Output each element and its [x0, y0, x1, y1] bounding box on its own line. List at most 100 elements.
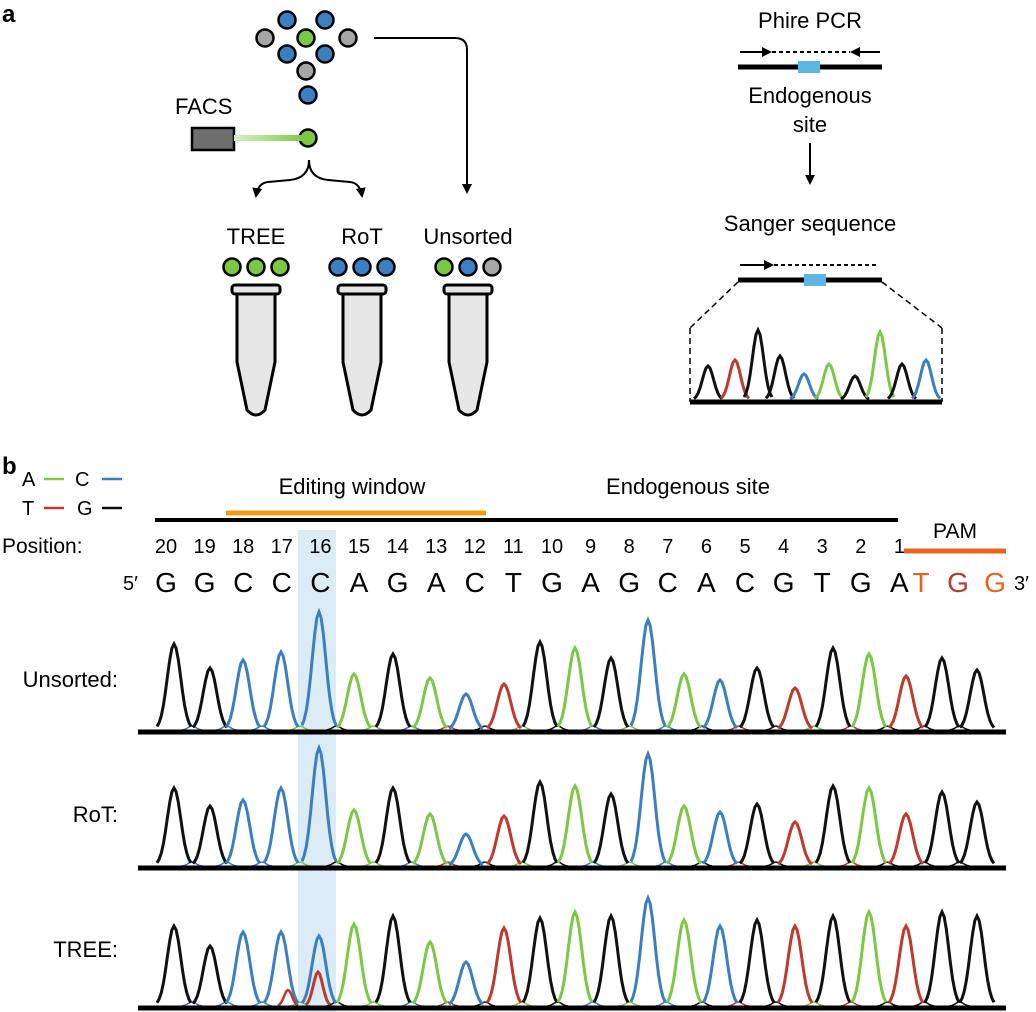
legend-g-letter: G: [77, 498, 93, 520]
chromatogram-peak: [923, 908, 961, 1003]
chromatogram-peak: [958, 799, 996, 865]
facs-instrument: [190, 126, 236, 152]
sequence-letter: A: [697, 567, 716, 598]
secondary-peak-t-small: [277, 988, 299, 1007]
position-label: Position:: [2, 535, 83, 558]
noise-bump: [437, 1001, 459, 1007]
sequence-letter: T: [814, 567, 831, 598]
trace-unsorted: [138, 607, 1006, 735]
mini-peak: [764, 353, 796, 400]
chromatogram-peak: [923, 655, 961, 728]
tube-cell-dot: [458, 257, 478, 277]
facs-laser-beam: [234, 135, 306, 141]
tube-cell-dot: [376, 257, 396, 277]
chromatogram-peak: [224, 657, 262, 728]
mini-chromatogram: [690, 326, 942, 405]
noise-bump: [401, 861, 422, 867]
position-number: 13: [425, 536, 447, 558]
noise-bump: [655, 861, 677, 867]
cell-dot: [255, 28, 275, 48]
cell-dot: [277, 44, 297, 64]
position-number: 20: [155, 536, 177, 558]
chromatogram-peak: [701, 922, 739, 1004]
noise-bump: [582, 725, 604, 731]
noise-bump: [728, 1001, 749, 1007]
chromatogram-peak: [485, 924, 523, 1004]
tube-cell-dot: [246, 257, 266, 277]
position-number: 17: [271, 536, 293, 558]
pam-label: PAM: [933, 520, 977, 543]
chromatogram-peak: [556, 908, 594, 1003]
position-number: 8: [624, 536, 635, 558]
sequence-letter: G: [387, 567, 409, 598]
chromatogram-peak: [665, 916, 703, 1004]
noise-bump: [474, 725, 496, 731]
sequence-letter: A: [890, 567, 909, 598]
chromatogram-peak: [300, 743, 338, 862]
cell-dot: [315, 10, 335, 30]
noise-bump: [619, 861, 640, 867]
chromatogram-peak: [374, 912, 412, 1003]
legend-c-letter: C: [75, 469, 89, 491]
sequence-letter: A: [350, 567, 369, 598]
noise-bump: [619, 725, 640, 731]
noise-bump: [474, 1001, 496, 1007]
chromatogram-peak: [701, 677, 739, 730]
noise-bump: [547, 725, 568, 731]
noise-bump: [877, 725, 898, 731]
mini-peak: [813, 361, 845, 400]
noise-bump: [251, 1001, 273, 1007]
chromatogram-peak: [521, 914, 559, 1004]
sequence-letter: C: [310, 567, 330, 598]
chromatogram-peak: [300, 933, 338, 1004]
legend-a-letter: A: [22, 469, 36, 491]
chromatogram-peak: [155, 784, 193, 864]
arrow-to-unsorted: [374, 37, 472, 194]
cell-dot: [298, 85, 318, 105]
sequence-letter: C: [735, 567, 755, 598]
position-number: 5: [739, 536, 750, 558]
mini-peak: [789, 372, 819, 401]
noise-bump: [803, 725, 825, 731]
chromatogram-peak: [776, 685, 814, 730]
noise-bump: [289, 725, 311, 731]
pam-letter: G: [984, 567, 1006, 598]
position-number: 18: [232, 536, 254, 558]
sequence-letter: C: [658, 567, 678, 598]
tube-label: Unsorted: [423, 224, 512, 249]
chromatogram-peak: [592, 791, 630, 864]
chromatogram-peak: [923, 789, 961, 864]
sequence-letter: A: [427, 567, 446, 598]
chromatogram-peak: [411, 939, 449, 1005]
noise-bump: [765, 861, 787, 867]
chromatogram-peak: [224, 797, 262, 865]
chromatogram-peak: [665, 671, 703, 729]
three-prime-label: 3′: [1014, 573, 1029, 595]
chromatogram-peak: [814, 782, 852, 864]
noise-bump: [437, 861, 459, 867]
tube-body: [235, 292, 277, 417]
chromatogram-peak: [738, 665, 776, 729]
noise-bump: [728, 861, 749, 867]
chromatogram-peak: [411, 675, 449, 729]
secondary-peak-t: [304, 969, 332, 1006]
chromatogram-peak: [448, 832, 484, 866]
position-number: 16: [309, 536, 331, 558]
zoom-line-right: [881, 281, 943, 329]
noise-bump: [691, 861, 713, 867]
chromatogram-peak: [850, 784, 888, 864]
chromatogram-peak: [262, 648, 300, 728]
base-color-legend: A C T G: [22, 469, 122, 520]
noise-bump: [547, 861, 568, 867]
cell-cluster: [255, 10, 358, 148]
cell-dot: [277, 10, 297, 30]
endogenous-label-line1: Endogenous: [748, 83, 872, 108]
cell-dot: [296, 28, 316, 48]
trace-tree: [138, 893, 1006, 1011]
endogenous-site-box: [798, 61, 820, 73]
editing-window-label: Editing window: [279, 474, 426, 499]
position-number: 12: [464, 536, 486, 558]
position-number: 15: [348, 536, 370, 558]
